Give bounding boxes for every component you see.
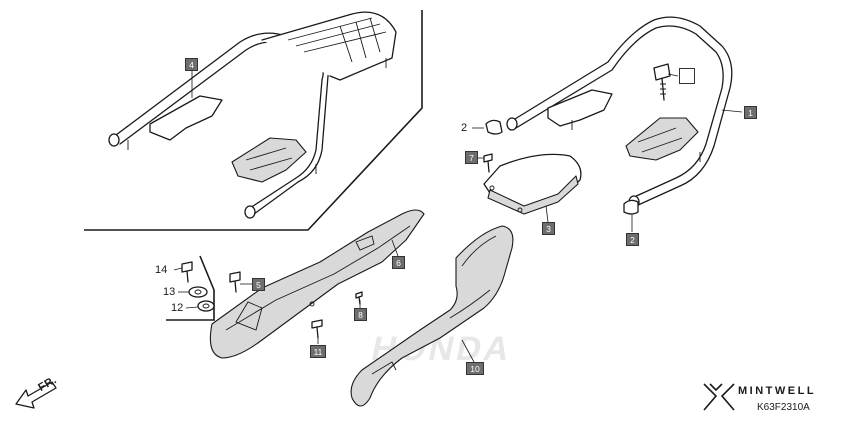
left-side-cover-part-6 — [209, 209, 425, 359]
screw-part-7 — [483, 153, 493, 173]
callout-2: 2 — [626, 233, 639, 246]
leader-lines — [173, 70, 743, 363]
callout-7: 7 — [465, 151, 478, 164]
callout-12-text: 12 — [171, 302, 184, 314]
end-cap-part-2 — [485, 119, 639, 215]
front-direction-arrow-icon — [15, 381, 57, 409]
grab-rack-part-4 — [108, 11, 397, 219]
callout-13-text: 13 — [163, 286, 176, 298]
callout-2-text: 2 — [461, 122, 468, 134]
callout-empty-box — [679, 68, 695, 84]
right-side-cover-part-10 — [350, 225, 514, 407]
bolt-part-14 — [181, 261, 193, 283]
brand-name: MINTWELL — [738, 385, 817, 397]
bolt-part-11 — [311, 319, 323, 339]
small-screw — [355, 291, 363, 305]
callout-6: 6 — [392, 256, 405, 269]
mintwell-logo-icon — [703, 383, 735, 411]
callout-10: 10 — [466, 362, 484, 375]
callout-4: 4 — [185, 58, 198, 71]
callout-5: 5 — [252, 278, 265, 291]
collar-part-12 — [197, 300, 215, 312]
callout-14-text: 14 — [155, 264, 168, 276]
callout-8: 8 — [354, 308, 367, 321]
washer-part-13 — [188, 286, 208, 298]
center-cover-part-3 — [483, 153, 582, 215]
bolt-part-5 — [229, 271, 241, 293]
callout-1: 1 — [744, 106, 757, 119]
callout-11: 11 — [310, 345, 326, 358]
part-code: K63F2310A — [757, 402, 810, 413]
rail-bolt — [653, 63, 671, 101]
rack-group-frame — [84, 10, 423, 231]
callout-3: 3 — [542, 222, 555, 235]
